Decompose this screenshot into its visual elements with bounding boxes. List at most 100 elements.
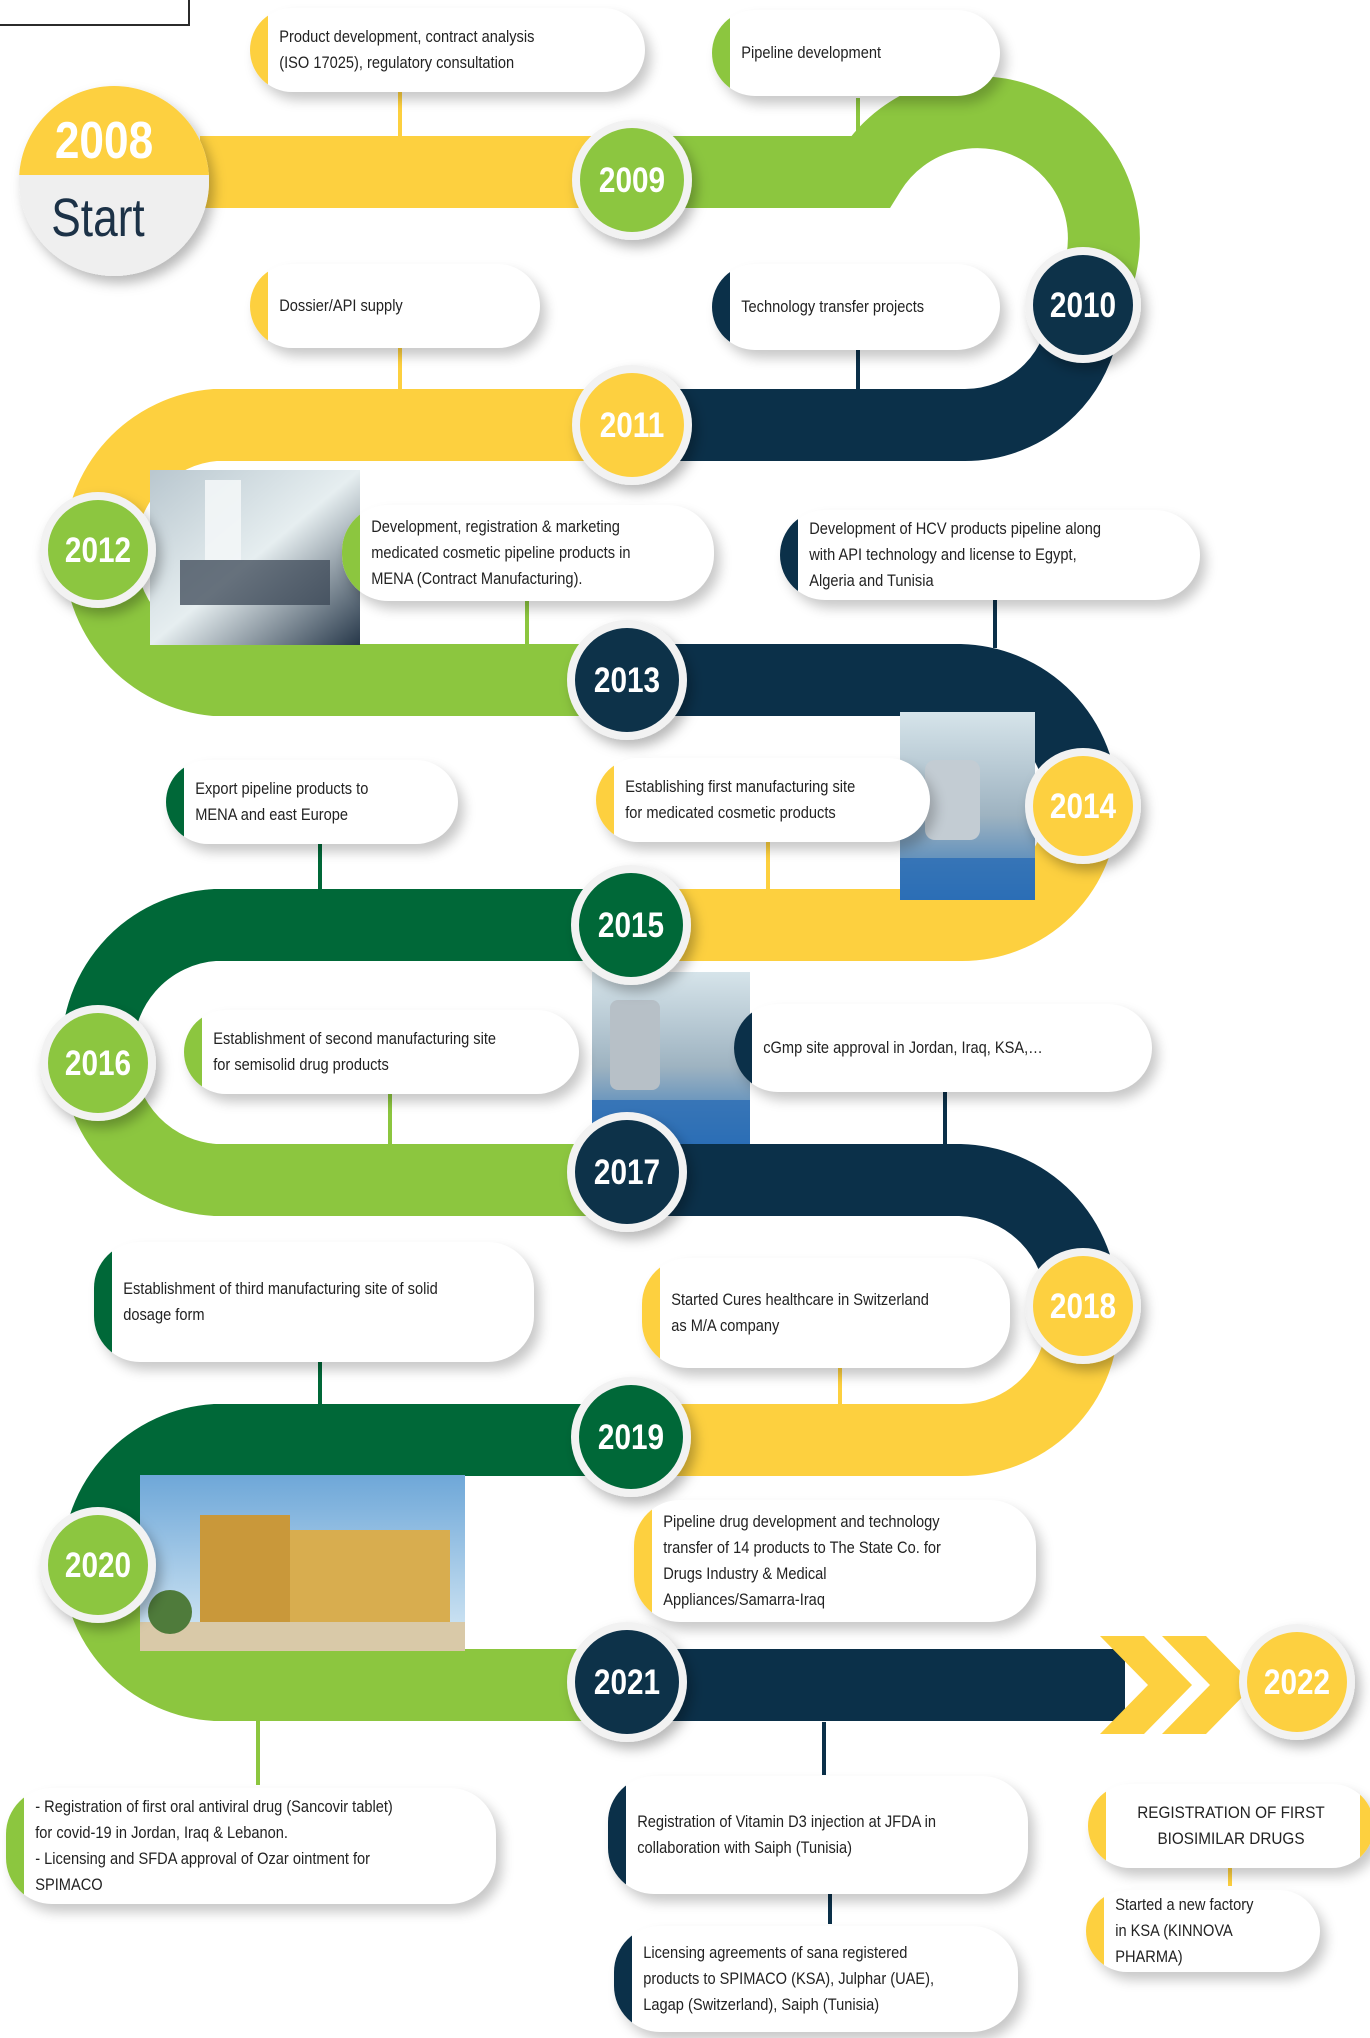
event-card-accent (94, 1242, 112, 1362)
year-node-2011: 2011 (572, 365, 692, 485)
event-card-text: cGmp site approval in Jordan, Iraq, KSA,… (763, 1038, 1043, 1057)
year-node-2022: 2022 (1239, 1624, 1355, 1740)
event-card-accent (734, 1004, 752, 1092)
event-card-15: Registration of Vitamin D3 injection at … (608, 1776, 1028, 1894)
year-node-2013: 2013 (567, 620, 687, 740)
year-node-2017: 2017 (567, 1112, 687, 1232)
year-node-fill-2016 (48, 1013, 148, 1113)
year-node-fill-2017 (575, 1120, 679, 1224)
year-node-2015: 2015 (571, 865, 691, 985)
event-card-2: Pipeline development (712, 10, 1000, 96)
event-card-12: Started Cures healthcare in Switzerland … (642, 1258, 1010, 1368)
event-card-accent (608, 1776, 626, 1894)
year-label-2018: 2018 (1050, 1287, 1116, 1326)
event-card-text: Pipeline development (741, 43, 882, 62)
event-card-accent-right (1360, 1784, 1370, 1868)
year-node-fill-2018 (1033, 1256, 1133, 1356)
year-node-2016: 2016 (40, 1005, 156, 1121)
year-node-2010: 2010 (1025, 247, 1141, 363)
event-card-text: Started a new factory in KSA (KINNOVA PH… (1115, 1895, 1254, 1966)
year-label-2017: 2017 (594, 1153, 660, 1192)
year-node-fill-2010 (1033, 255, 1133, 355)
event-card-1: Product development, contract analysis (… (250, 8, 645, 92)
year-node-fill-2009 (580, 128, 684, 232)
event-card-text: Export pipeline products to MENA and eas… (195, 779, 369, 824)
event-card-11: Establishment of third manufacturing sit… (94, 1242, 534, 1362)
event-card-13: Pipeline drug development and technology… (634, 1500, 1036, 1622)
event-card-text: REGISTRATION OF FIRST BIOSIMILAR DRUGS (1137, 1803, 1325, 1848)
year-label-2014: 2014 (1050, 787, 1116, 826)
event-card-accent (342, 505, 360, 601)
event-card-8: Establishing first manufacturing site fo… (596, 758, 930, 842)
photo-cleanroom-floor (900, 858, 1035, 900)
year-node-fill-2015 (579, 873, 683, 977)
year-node-2018: 2018 (1025, 1248, 1141, 1364)
event-card-text: Registration of Vitamin D3 injection at … (637, 1812, 937, 1857)
year-node-fill-2021 (575, 1630, 679, 1734)
year-node-2009: 2009 (572, 120, 692, 240)
year-label-2013: 2013 (594, 661, 660, 700)
event-card-accent (166, 760, 184, 844)
event-card-accent (1088, 1784, 1106, 1868)
arrow-chevron-1 (1100, 1636, 1192, 1734)
year-node-2019: 2019 (571, 1377, 691, 1497)
event-card-3: Dossier/API supply (250, 264, 540, 348)
photo-building-tree (148, 1590, 192, 1634)
photo-lab-column (205, 480, 241, 560)
photo-lab-bench (180, 560, 330, 605)
event-card-text: Development, registration & marketing me… (371, 517, 631, 588)
photo-plant-tank (610, 1000, 660, 1090)
event-card-accent (596, 758, 614, 842)
year-node-fill-2011 (580, 373, 684, 477)
year-node-2014: 2014 (1025, 748, 1141, 864)
arrow-chevron-2 (1162, 1636, 1254, 1734)
corner-frame (0, 0, 190, 26)
year-node-2012: 2012 (40, 492, 156, 608)
year-node-2021: 2021 (567, 1622, 687, 1742)
photo-cleanroom-tank (925, 760, 980, 840)
event-card-17: REGISTRATION OF FIRST BIOSIMILAR DRUGS (1088, 1784, 1370, 1868)
event-card-accent (642, 1258, 660, 1368)
event-card-accent (1086, 1890, 1104, 1972)
event-card-accent (712, 10, 730, 96)
year-label-2010: 2010 (1050, 286, 1116, 325)
event-card-text: Started Cures healthcare in Switzerland … (671, 1290, 929, 1335)
year-node-2020: 2020 (40, 1507, 156, 1623)
event-card-text: Establishment of second manufacturing si… (213, 1029, 497, 1074)
event-card-text: Pipeline drug development and technology… (663, 1512, 941, 1609)
year-label-2016: 2016 (65, 1044, 131, 1083)
event-card-accent (780, 510, 798, 600)
event-card-5: Development, registration & marketing me… (342, 505, 714, 601)
year-label-2009: 2009 (599, 161, 665, 200)
start-label: Start (51, 188, 145, 248)
year-node-fill-2022 (1247, 1632, 1347, 1732)
event-card-14: - Registration of first oral antiviral d… (6, 1788, 496, 1904)
photo-building-tower (200, 1515, 290, 1630)
year-node-fill-2019 (579, 1385, 683, 1489)
event-card-text: Development of HCV products pipeline alo… (809, 519, 1102, 590)
year-node-fill-2014 (1033, 756, 1133, 856)
year-label-2012: 2012 (65, 531, 131, 570)
event-card-accent (634, 1500, 652, 1622)
event-card-9: Establishment of second manufacturing si… (184, 1010, 579, 1094)
event-card-accent (614, 1926, 632, 2032)
event-card-accent (184, 1010, 202, 1094)
year-label-2021: 2021 (594, 1663, 660, 1702)
year-node-fill-2013 (575, 628, 679, 732)
start-year: 2008 (55, 112, 153, 170)
year-label-2020: 2020 (65, 1546, 131, 1585)
event-card-accent (6, 1788, 24, 1904)
event-card-4: Technology transfer projects (712, 264, 1000, 350)
year-label-2022: 2022 (1264, 1663, 1330, 1702)
event-card-accent (712, 264, 730, 350)
path-band-2 (630, 76, 1140, 324)
event-card-text: Establishment of third manufacturing sit… (123, 1279, 438, 1324)
event-card-text: Establishing first manufacturing site fo… (625, 777, 856, 822)
event-card-text: - Registration of first oral antiviral d… (35, 1797, 393, 1894)
photo-lab (150, 470, 360, 645)
year-label-2015: 2015 (598, 906, 664, 945)
event-card-10: cGmp site approval in Jordan, Iraq, KSA,… (734, 1004, 1152, 1092)
event-card-accent (250, 264, 268, 348)
